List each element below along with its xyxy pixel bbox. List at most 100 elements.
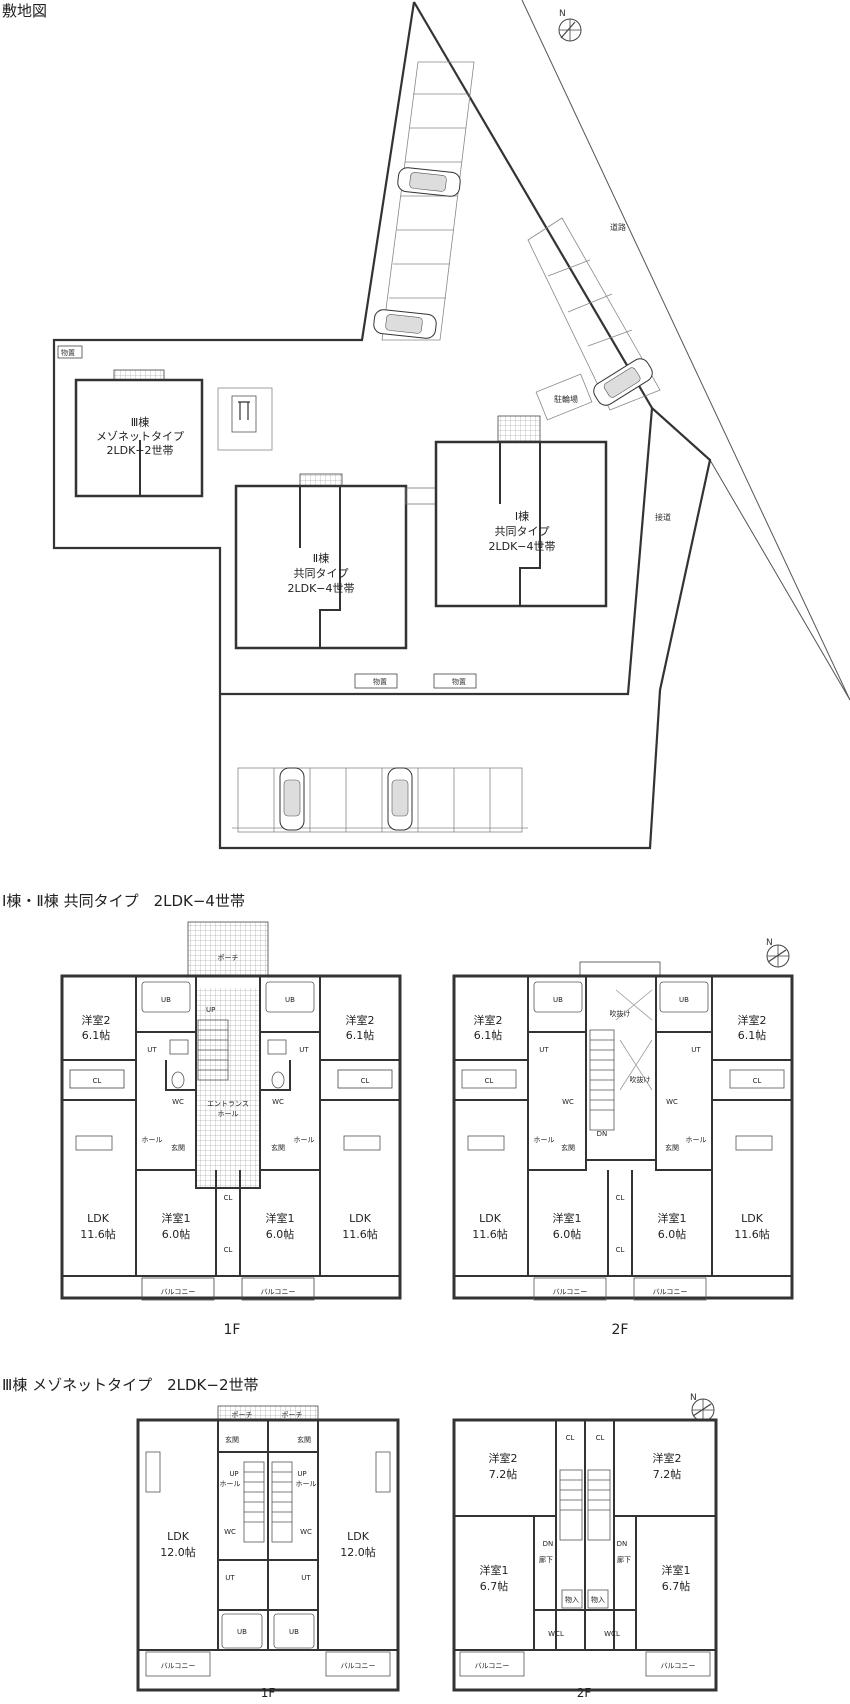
svg-text:6.1帖: 6.1帖 <box>346 1029 375 1042</box>
svg-text:LDK: LDK <box>87 1212 110 1225</box>
svg-text:洋室2: 洋室2 <box>82 1013 111 1027</box>
svg-text:6.0帖: 6.0帖 <box>266 1228 295 1241</box>
side-road-label: 接道 <box>655 512 671 522</box>
svg-text:玄関: 玄関 <box>665 1143 679 1152</box>
svg-text:玄関: 玄関 <box>297 1435 311 1444</box>
svg-text:CL: CL <box>596 1434 605 1442</box>
building-1-units: 2LDK−4世帯 <box>488 540 555 553</box>
building-2-outline <box>234 473 437 650</box>
svg-text:廊下: 廊下 <box>539 1555 553 1564</box>
svg-text:バルコニー: バルコニー <box>261 1288 296 1296</box>
svg-text:LDK: LDK <box>349 1212 372 1225</box>
svg-text:吹抜け: 吹抜け <box>630 1075 651 1084</box>
plan12-title: Ⅰ棟・Ⅱ棟 共同タイプ 2LDK−4世帯 <box>2 892 245 910</box>
svg-text:UB: UB <box>285 996 295 1004</box>
svg-text:12.0帖: 12.0帖 <box>160 1546 196 1559</box>
svg-text:UB: UB <box>161 996 171 1004</box>
svg-text:玄関: 玄関 <box>225 1435 239 1444</box>
svg-text:UT: UT <box>147 1046 157 1054</box>
svg-text:洋室2: 洋室2 <box>489 1451 518 1465</box>
svg-text:ホール: ホール <box>218 1110 239 1118</box>
svg-text:玄関: 玄関 <box>271 1143 285 1152</box>
svg-text:11.6帖: 11.6帖 <box>80 1228 116 1241</box>
svg-text:LDK: LDK <box>741 1212 764 1225</box>
parking-right <box>527 217 661 421</box>
svg-text:CL: CL <box>361 1077 370 1085</box>
svg-text:玄関: 玄関 <box>171 1143 185 1152</box>
svg-text:LDK: LDK <box>167 1530 190 1543</box>
svg-text:ホール: ホール <box>142 1136 163 1144</box>
svg-text:WC: WC <box>666 1098 678 1106</box>
svg-text:ホール: ホール <box>534 1136 555 1144</box>
svg-text:UT: UT <box>301 1574 311 1582</box>
svg-text:CL: CL <box>616 1194 625 1202</box>
floor-plan-3-2f: 洋室2 7.2帖 洋室2 7.2帖 CL CL 洋室1 6.7帖 洋室1 6.7… <box>452 1418 718 1692</box>
svg-text:6.1帖: 6.1帖 <box>474 1029 503 1042</box>
svg-text:ポーチ: ポーチ <box>232 1411 253 1419</box>
site-plan: 敷地図 N 道路 接道 <box>2 0 850 850</box>
svg-text:DN: DN <box>543 1540 554 1548</box>
svg-text:6.1帖: 6.1帖 <box>738 1029 767 1042</box>
building-2-units: 2LDK−4世帯 <box>287 582 354 595</box>
svg-text:6.1帖: 6.1帖 <box>82 1029 111 1042</box>
svg-text:洋室2: 洋室2 <box>474 1013 503 1027</box>
svg-text:N: N <box>559 9 566 19</box>
plan3-title: Ⅲ棟 メゾネットタイプ 2LDK−2世帯 <box>2 1376 259 1394</box>
compass-icon: N <box>558 9 582 42</box>
svg-text:CL: CL <box>485 1077 494 1085</box>
svg-text:7.2帖: 7.2帖 <box>489 1468 518 1481</box>
svg-text:WC: WC <box>172 1098 184 1106</box>
car-icon <box>279 767 305 831</box>
floor-label-2f: 2F <box>612 1322 629 1338</box>
car-icon <box>373 309 437 339</box>
site-boundary <box>52 1 712 850</box>
building-1-outline <box>434 415 608 608</box>
compass-icon: N <box>766 938 790 968</box>
svg-text:DN: DN <box>617 1540 628 1548</box>
svg-text:バルコニー: バルコニー <box>161 1288 196 1296</box>
svg-text:バルコニー: バルコニー <box>341 1662 376 1670</box>
floor-label-2f: 2F <box>577 1686 592 1700</box>
compass-icon: N <box>690 1393 715 1422</box>
svg-text:ポーチ: ポーチ <box>282 1411 303 1419</box>
site-title: 敷地図 <box>2 2 47 20</box>
svg-text:ホール: ホール <box>220 1480 241 1488</box>
svg-text:バルコニー: バルコニー <box>161 1662 196 1670</box>
car-icon <box>397 167 461 197</box>
svg-text:洋室1: 洋室1 <box>480 1563 509 1577</box>
floor-label-1f: 1F <box>224 1322 241 1338</box>
svg-text:CL: CL <box>566 1434 575 1442</box>
svg-text:6.0帖: 6.0帖 <box>553 1228 582 1241</box>
storage-label: 物置 <box>61 348 75 357</box>
svg-text:玄関: 玄関 <box>561 1143 575 1152</box>
building-2-name: Ⅱ棟 <box>313 551 329 565</box>
svg-text:WC: WC <box>224 1528 236 1536</box>
svg-text:CL: CL <box>616 1246 625 1254</box>
svg-text:N: N <box>766 938 773 948</box>
building-3-name: Ⅲ棟 <box>131 415 150 429</box>
parking-lower <box>232 767 528 833</box>
svg-text:DN: DN <box>597 1130 608 1138</box>
building-3-units: 2LDK−2世帯 <box>106 444 173 457</box>
svg-text:UP: UP <box>206 1006 215 1014</box>
svg-text:バルコニー: バルコニー <box>475 1662 510 1670</box>
svg-text:CL: CL <box>224 1194 233 1202</box>
floor-plan-12-1f: ポーチ <box>60 921 402 1338</box>
svg-text:11.6帖: 11.6帖 <box>472 1228 508 1241</box>
svg-text:UT: UT <box>539 1046 549 1054</box>
svg-text:UB: UB <box>237 1628 247 1636</box>
building-3-outline <box>74 369 204 498</box>
svg-text:6.7帖: 6.7帖 <box>480 1580 509 1593</box>
svg-text:UB: UB <box>289 1628 299 1636</box>
svg-text:バルコニー: バルコニー <box>653 1288 688 1296</box>
svg-text:洋室2: 洋室2 <box>346 1013 375 1027</box>
building-1-type: 共同タイプ <box>495 525 550 538</box>
svg-text:WC: WC <box>300 1528 312 1536</box>
svg-text:CL: CL <box>224 1246 233 1254</box>
svg-text:ホール: ホール <box>296 1480 317 1488</box>
svg-text:洋室1: 洋室1 <box>266 1211 295 1225</box>
road-label: 道路 <box>610 222 626 232</box>
svg-text:UP: UP <box>229 1470 238 1478</box>
floor-label-1f: 1F <box>261 1686 276 1700</box>
